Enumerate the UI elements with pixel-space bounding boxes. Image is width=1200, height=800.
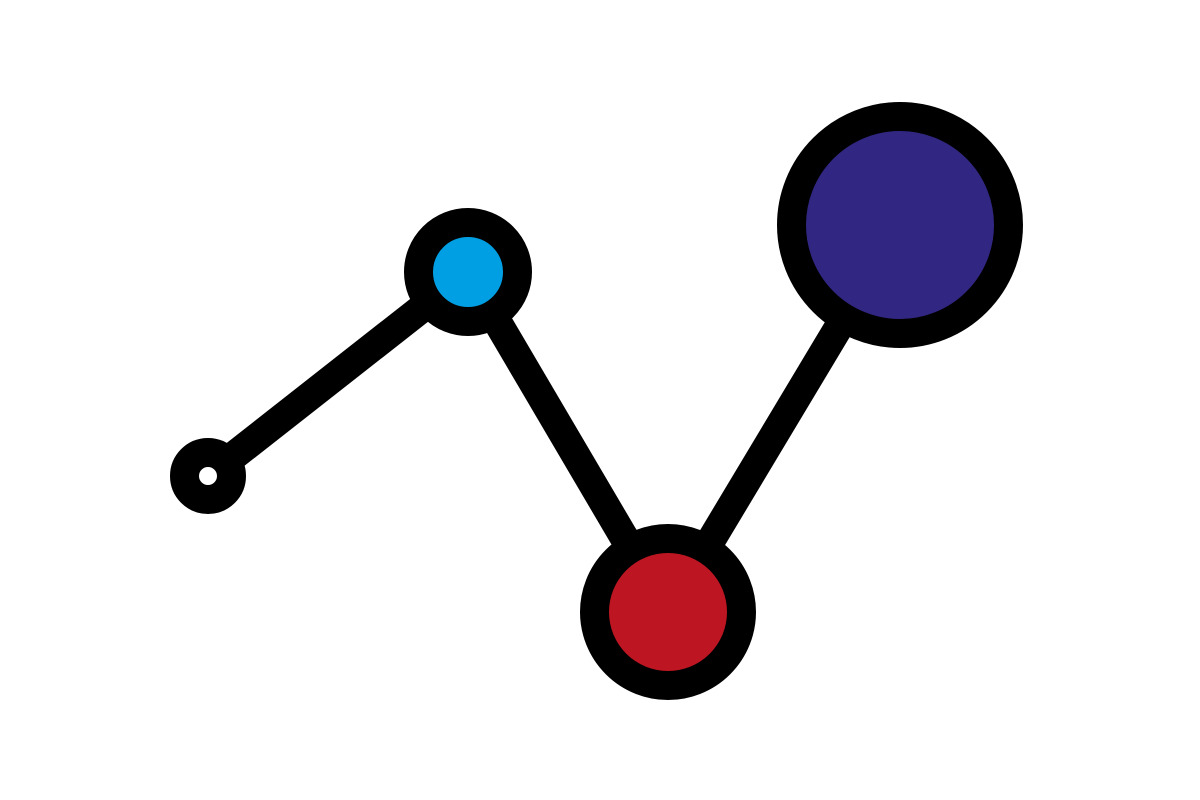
- node-cyan: [404, 208, 532, 336]
- node-white: [170, 438, 246, 514]
- nodes-layer: [170, 102, 1023, 700]
- node-indigo: [777, 102, 1023, 348]
- node-red: [580, 524, 756, 700]
